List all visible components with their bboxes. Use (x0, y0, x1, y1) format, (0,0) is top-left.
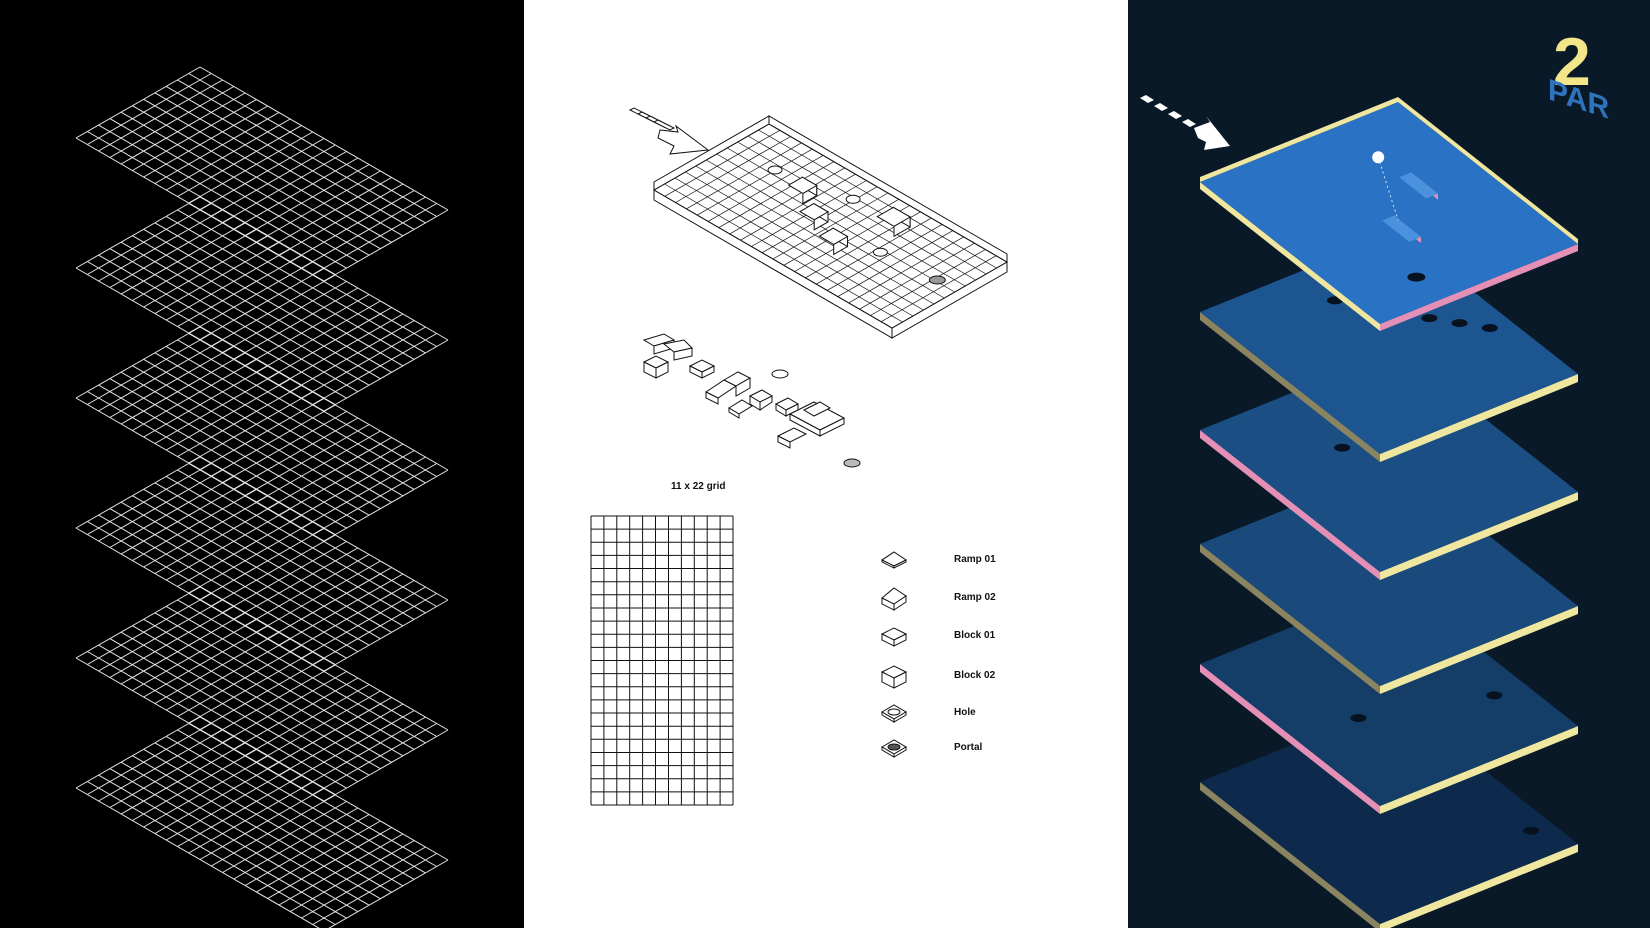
lower-level (1200, 584, 1578, 814)
legend-label: Hole (954, 707, 976, 718)
portal-icon (881, 739, 907, 758)
grid-layer (75, 716, 449, 928)
grid-caption: 11 x 22 grid (671, 481, 726, 492)
par-number: 2 (1553, 24, 1591, 100)
legend-label: Block 01 (954, 630, 996, 641)
middle-panel-blueprint: 11 x 22 grid Ramp 01 Ramp 02 Block 01 Block… (524, 0, 1128, 928)
exploded-level-stack (1140, 95, 1578, 928)
block-01-icon (880, 627, 908, 647)
ramp-02-icon (881, 587, 907, 611)
top-level (1200, 97, 1578, 331)
ball (1372, 151, 1385, 164)
stacked-isometric-grids (75, 66, 449, 928)
flat-grid-11x22 (590, 515, 734, 806)
entry-arrow-icon (1140, 95, 1230, 150)
scattered-pieces (642, 333, 861, 468)
left-panel-stacked-grids (0, 0, 524, 928)
blueprint-drawing (590, 107, 1009, 806)
entry-arrow-icon (628, 107, 710, 155)
lower-level (1200, 702, 1578, 928)
lower-level (1200, 350, 1578, 580)
right-panel-exploded-levels: 2 PAR (1128, 0, 1650, 928)
legend-label: Block 02 (954, 670, 996, 681)
legend-label: Portal (954, 742, 983, 753)
ramp-01-icon (881, 551, 907, 569)
hole-icon (881, 704, 907, 723)
legend-label: Ramp 02 (954, 592, 996, 603)
board-isometric (652, 115, 1009, 339)
block-02-icon (880, 665, 908, 689)
legend-label: Ramp 01 (954, 554, 996, 565)
